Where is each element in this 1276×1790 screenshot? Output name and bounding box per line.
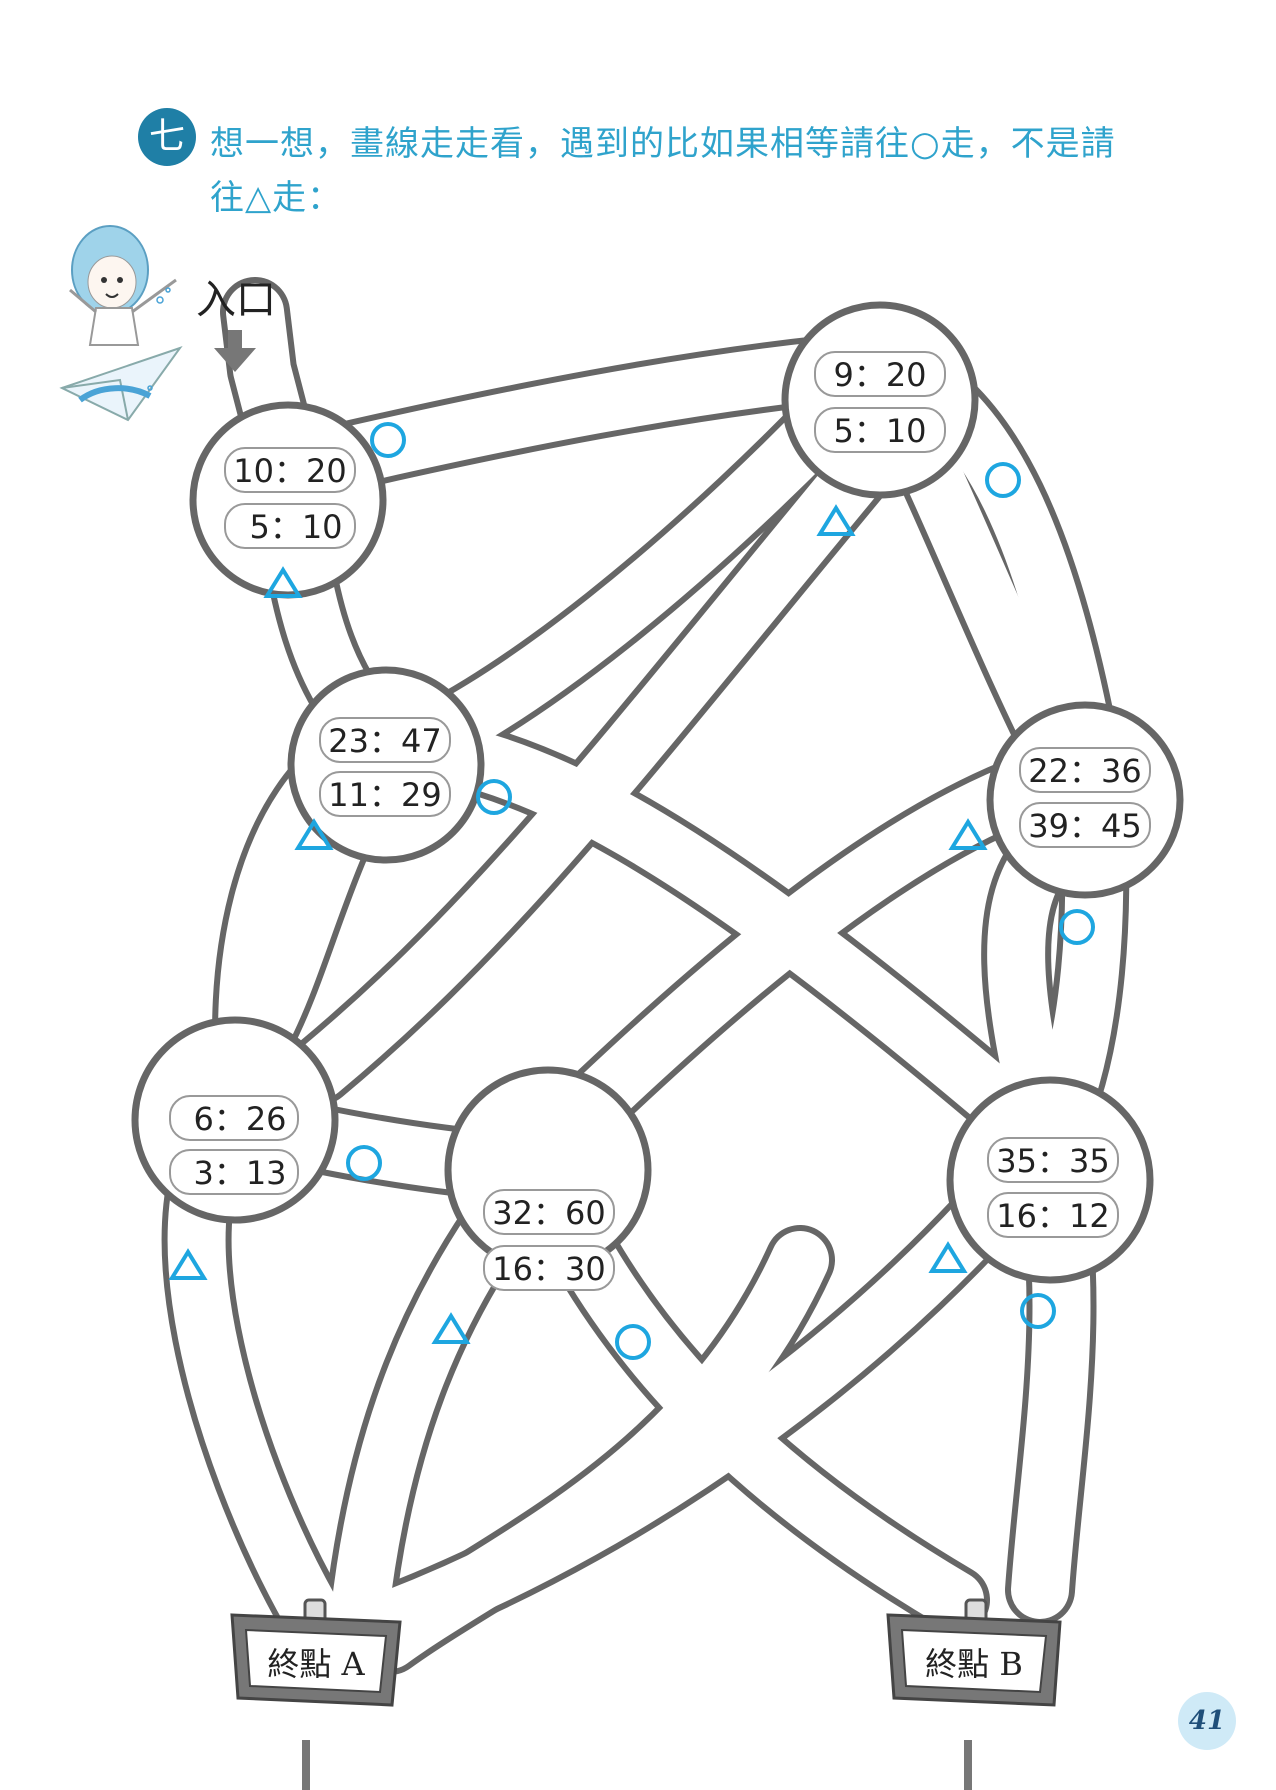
- end-label: 終點 B: [925, 1645, 1023, 1683]
- triangle-symbol-icon: [294, 818, 334, 850]
- ratio-text: 16：12: [996, 1197, 1109, 1235]
- ratio-text: 10：20: [233, 452, 346, 490]
- end-label: 終點 A: [267, 1645, 365, 1683]
- girl-paper-plane-illustration: [59, 225, 183, 422]
- triangle-symbol-icon: [816, 504, 856, 536]
- question-number-badge: 七: [138, 108, 196, 166]
- entrance-label: 入口: [196, 277, 276, 323]
- ratio-text: 11：29: [328, 776, 441, 814]
- ratio-text: 22：36: [1028, 752, 1141, 790]
- circle-symbol-icon: [346, 1145, 382, 1181]
- circle-symbol-icon: [1059, 909, 1095, 945]
- direction-symbols: [168, 422, 1095, 1360]
- end-sign-a: 終點 A: [230, 1598, 402, 1790]
- triangle-symbol-icon: [948, 818, 988, 850]
- end-sign-b: 終點 B: [886, 1598, 1062, 1790]
- circle-symbol-icon: [476, 779, 512, 815]
- triangle-symbol-icon: [431, 1312, 471, 1344]
- node-22-36: 22：36 39：45: [1019, 747, 1151, 848]
- node-10-20: 10：20 5：10: [224, 447, 356, 549]
- ratio-text: 5：10: [249, 508, 342, 546]
- triangle-symbol-icon: [263, 566, 303, 598]
- triangle-symbol-icon: [928, 1241, 968, 1273]
- node-32-60: 32：60 16：30: [483, 1189, 615, 1291]
- node-35-35: 35：35 16：12: [987, 1137, 1119, 1238]
- triangle-symbol-icon: [168, 1248, 208, 1280]
- entrance: 入口: [196, 277, 276, 372]
- instruction-line-1: 想一想，畫線走走看，遇到的比如果相等請往○走，不是請: [210, 124, 1116, 164]
- node-23-47: 23：47 11：29: [319, 717, 451, 817]
- circle-symbol-icon: [1020, 1293, 1056, 1329]
- down-arrow-icon: [214, 330, 256, 372]
- ratio-text: 32：60: [492, 1194, 605, 1232]
- instruction-line-2: 往△走：: [210, 178, 343, 218]
- circle-symbol-icon: [985, 462, 1021, 498]
- page-number: 41: [1178, 1692, 1236, 1750]
- ratio-text: 39：45: [1028, 807, 1141, 845]
- ratio-boxes: 10：20 5：10 9：20 5：10 23：47 11：29 22：36 3…: [169, 351, 1151, 1291]
- ratio-text: 5：10: [833, 412, 926, 450]
- ratio-text: 6：26: [193, 1100, 286, 1138]
- ratio-text: 16：30: [492, 1250, 605, 1288]
- circle-symbol-icon: [615, 1324, 651, 1360]
- circle-symbol-icon: [370, 422, 406, 458]
- node-6-26: 6：26 3：13: [169, 1095, 299, 1195]
- node-9-20: 9：20 5：10: [814, 351, 946, 453]
- ratio-text: 3：13: [193, 1154, 286, 1192]
- ratio-text: 23：47: [328, 722, 441, 760]
- ratio-text: 35：35: [996, 1142, 1109, 1180]
- ratio-text: 9：20: [833, 356, 926, 394]
